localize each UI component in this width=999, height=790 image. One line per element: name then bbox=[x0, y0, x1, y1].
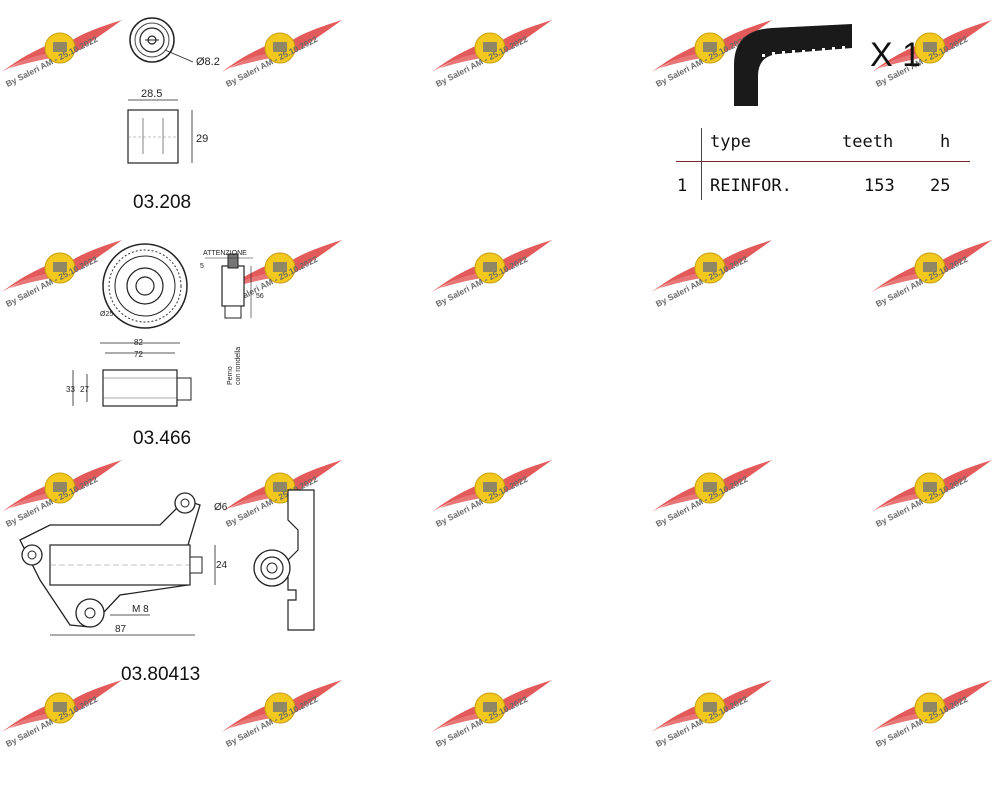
header-teeth: teeth bbox=[842, 132, 894, 152]
wing-logo-icon bbox=[872, 460, 992, 512]
wing-logo-icon bbox=[872, 240, 992, 292]
dim-diameter: Ø25 bbox=[100, 311, 113, 318]
wing-logo-icon bbox=[652, 680, 772, 732]
watermark-logo: By Saleri AM - 25.10.2022 bbox=[0, 230, 150, 350]
note-attenzione: ATTENZIONE bbox=[203, 250, 247, 257]
tensioner-0380413-diagram bbox=[19, 489, 315, 636]
dim-56: 56 bbox=[256, 293, 264, 300]
tensioner-03208-diagram bbox=[127, 17, 194, 164]
row-h: 25 bbox=[930, 176, 951, 196]
timing-belt-image bbox=[734, 24, 852, 106]
note-washer: con rondella bbox=[235, 347, 242, 385]
dim-5: 5 bbox=[200, 263, 204, 270]
watermark-logo: By Saleri AM - 25.10.2022 bbox=[650, 670, 800, 790]
tensioner-03466-diagram bbox=[72, 243, 253, 407]
wing-logo-icon bbox=[652, 460, 772, 512]
watermark-logo: By Saleri AM - 25.10.2022 bbox=[870, 670, 999, 790]
dim-33: 33 bbox=[66, 385, 75, 394]
wing-logo-icon bbox=[872, 20, 992, 72]
wing-logo-icon bbox=[432, 20, 552, 72]
header-type: type bbox=[710, 132, 751, 152]
wing-logo-icon bbox=[2, 460, 122, 512]
row-index: 1 bbox=[677, 176, 688, 196]
watermark-logo: By Saleri AM - 25.10.2022 bbox=[0, 670, 150, 790]
dim-6: Ø6 bbox=[214, 502, 228, 513]
watermark-logo: By Saleri AM - 25.10.2022 bbox=[430, 670, 580, 790]
wing-logo-icon bbox=[2, 240, 122, 292]
dim-labels-03208: Ø8.2 28.5 29 bbox=[141, 56, 220, 145]
wing-logo-icon bbox=[2, 680, 122, 732]
wing-logo-icon bbox=[2, 20, 122, 72]
watermark-logo: By Saleri AM - 25.10.2022 bbox=[870, 450, 999, 570]
part-code: 03.80413 bbox=[121, 664, 201, 685]
row-type: REINFOR. bbox=[710, 176, 792, 196]
watermark-logo: By Saleri AM - 25.10.2022 bbox=[0, 450, 150, 570]
watermark-logo: By Saleri AM - 25.10.2022 bbox=[870, 230, 999, 350]
dim-labels-0380413: Ø6 24 M 8 87 bbox=[115, 502, 228, 635]
watermark-logo: By Saleri AM - 25.10.2022 bbox=[220, 670, 370, 790]
wing-logo-icon bbox=[432, 680, 552, 732]
watermark-logo: By Saleri AM - 25.10.2022 bbox=[870, 10, 999, 130]
wing-logo-icon bbox=[222, 20, 342, 72]
watermark-logo: By Saleri AM - 25.10.2022 bbox=[220, 10, 370, 130]
dim-height: 29 bbox=[196, 133, 208, 145]
dim-width: 28.5 bbox=[141, 88, 162, 100]
dim-72: 72 bbox=[134, 350, 143, 359]
watermark-logo: By Saleri AM - 25.10.2022 bbox=[430, 230, 580, 350]
wing-logo-icon bbox=[872, 680, 992, 732]
wing-logo-icon bbox=[652, 20, 772, 72]
wing-logo-icon bbox=[432, 240, 552, 292]
table-row-divider bbox=[676, 161, 970, 162]
part-code: 03.466 bbox=[133, 428, 192, 449]
wing-logo-icon bbox=[222, 680, 342, 732]
belt-quantity: X 1 bbox=[870, 36, 922, 74]
dim-82: 82 bbox=[134, 338, 143, 347]
part-code: 03.208 bbox=[133, 192, 192, 213]
note-pin: Perno bbox=[227, 366, 234, 385]
dim-27: 27 bbox=[80, 385, 89, 394]
row-teeth: 153 bbox=[864, 176, 895, 196]
dim-87: 87 bbox=[115, 624, 127, 635]
dim-24: 24 bbox=[216, 560, 228, 571]
watermark-logo: By Saleri AM - 25.10.2022 bbox=[650, 10, 800, 130]
watermark-logo: By Saleri AM - 25.10.2022 bbox=[650, 450, 800, 570]
header-h: h bbox=[940, 132, 951, 152]
watermark-logo: By Saleri AM - 25.10.2022 bbox=[430, 450, 580, 570]
dim-diameter: Ø8.2 bbox=[196, 56, 220, 68]
table-col-divider bbox=[701, 128, 702, 200]
wing-logo-icon bbox=[652, 240, 772, 292]
watermark-logo: By Saleri AM - 25.10.2022 bbox=[0, 10, 150, 130]
dim-labels-03466: Ø25 82 72 33 27 ATTENZIONE 5 56 Perno co… bbox=[66, 250, 264, 394]
wing-logo-icon bbox=[432, 460, 552, 512]
watermark-logo: By Saleri AM - 25.10.2022 bbox=[430, 10, 580, 130]
dim-m8: M 8 bbox=[132, 604, 149, 615]
watermark-logo: By Saleri AM - 25.10.2022 bbox=[650, 230, 800, 350]
